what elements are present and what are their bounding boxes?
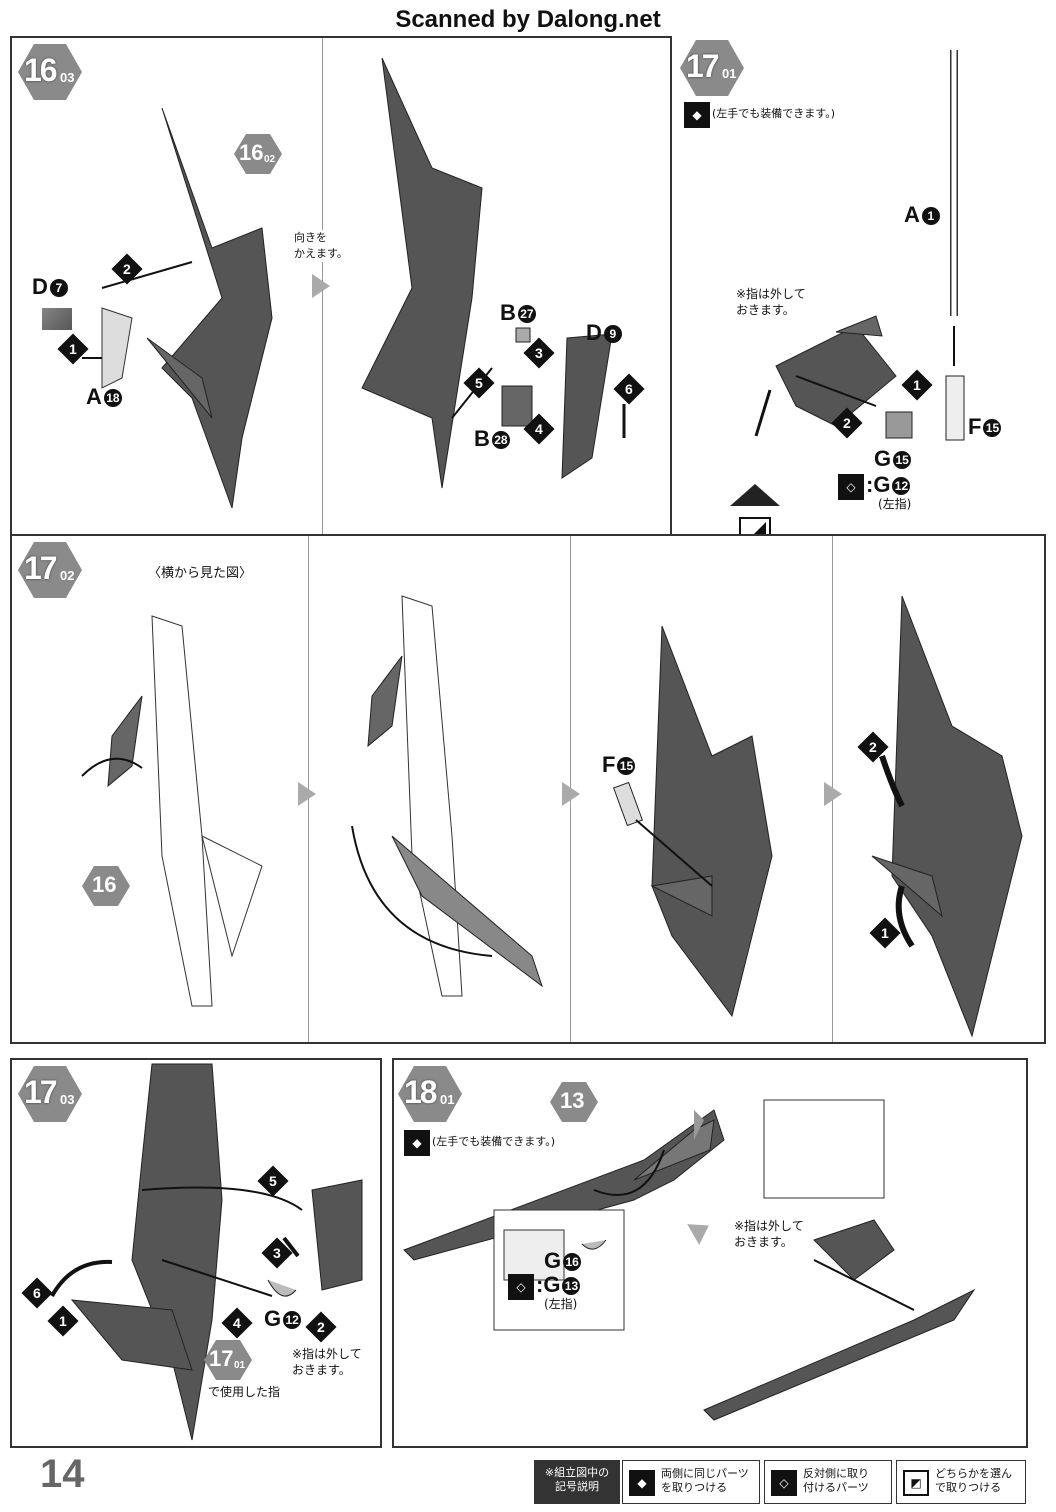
step-number: 18	[404, 1074, 438, 1110]
reference-step-badge: 16 02	[234, 134, 282, 174]
used-finger-note: で使用した指	[208, 1385, 281, 1399]
page-number: 14	[40, 1452, 85, 1496]
rifle-illustration	[403, 1099, 976, 1421]
legend-choose-either: ◩ どちらかを選ん で取りつける	[896, 1460, 1026, 1504]
legend-text: どちらかを選ん で取りつける	[935, 1467, 1012, 1494]
either-hand-note: (左手でも装備できます。)	[432, 1135, 555, 1148]
same-parts-both-sides-icon: ◆	[684, 102, 710, 128]
step-sub-number: 03	[60, 1092, 75, 1107]
ref-step-sub: 01	[234, 1360, 246, 1371]
part-d7	[42, 308, 72, 330]
next-arrow	[824, 782, 842, 806]
sword-and-hand-illustration	[754, 50, 965, 441]
next-arrow	[562, 782, 580, 806]
opposite-side-parts-icon: ◇	[508, 1274, 534, 1300]
same-parts-both-sides-icon: ◆	[404, 1130, 430, 1156]
left-finger-note: (左指)	[544, 1297, 578, 1311]
ref-step-sub: 02	[264, 154, 276, 165]
reference-step-badge: 16	[82, 866, 130, 906]
legend-same-parts-both-sides: ◆ 両側に同じパーツ を取りつける	[622, 1460, 760, 1504]
side-view-note: 〈横から見た図〉	[148, 566, 253, 581]
next-arrow	[312, 274, 330, 298]
step-sub-number: 03	[60, 70, 75, 85]
either-hand-note: (左手でも装備できます。)	[712, 107, 835, 120]
legend-text: 両側に同じパーツ を取りつける	[661, 1467, 749, 1494]
finger-remove-note: ※指は外して おきます。	[736, 287, 806, 317]
hand-attach-illustration	[50, 1063, 363, 1441]
legend-opposite-side-parts: ◇ 反対側に取り 付けるパーツ	[764, 1460, 892, 1504]
legend-title: ※組立図中の 記号説明	[534, 1460, 620, 1504]
step-sub-number: 02	[60, 568, 75, 583]
scan-credit: Scanned by Dalong.net	[395, 6, 661, 33]
legend-text: 反対側に取り 付けるパーツ	[803, 1467, 869, 1494]
part-number: 13	[560, 1088, 585, 1113]
step-number: 17	[24, 1074, 58, 1110]
same-parts-both-sides-icon: ◆	[629, 1470, 655, 1496]
step-number: 17	[24, 550, 58, 586]
step-sub-number: 01	[722, 66, 737, 81]
left-finger-note: (左指)	[878, 497, 912, 511]
ref-step-number: 16	[92, 872, 117, 897]
opposite-side-parts-icon: ◇	[771, 1470, 797, 1496]
opposite-side-parts-icon: ◇	[838, 474, 864, 500]
step-badge: 17 01	[680, 40, 744, 96]
next-arrow	[298, 782, 316, 806]
ref-step-number: 16	[239, 140, 264, 165]
step-number: 16	[24, 52, 58, 88]
step-sub-number: 01	[440, 1092, 455, 1107]
side-view-illustrations	[81, 595, 1023, 1038]
ref-step-number: 17	[209, 1346, 234, 1371]
panel-step-17-02: 17 02 〈横から見た図〉 16	[10, 534, 1046, 1044]
step-badge: 17 03	[18, 1066, 82, 1122]
step-number: 17	[686, 48, 720, 84]
turn-around-note: 向きを かえます。	[294, 230, 348, 262]
step-badge: 18 01	[398, 1066, 462, 1122]
wing-part-illustration	[82, 57, 626, 509]
finger-remove-note: ※指は外して おきます。	[292, 1347, 362, 1377]
finger-remove-note: ※指は外して おきます。	[734, 1219, 804, 1249]
choose-either-icon: ◩	[903, 1470, 929, 1496]
